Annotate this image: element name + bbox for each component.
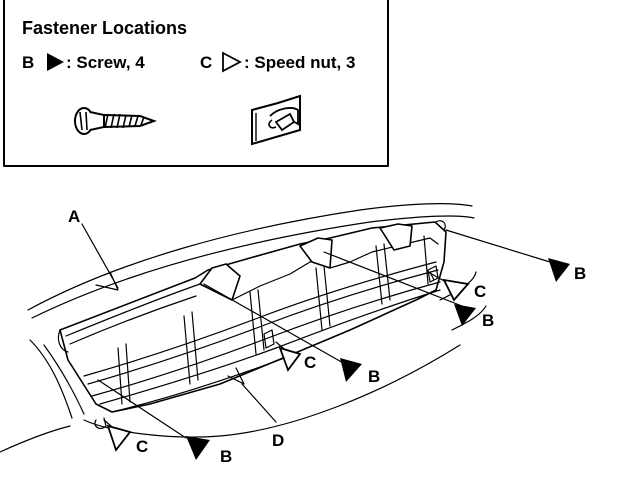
callout-b-screw: B bbox=[574, 264, 586, 283]
screw-marker-icon bbox=[548, 258, 570, 282]
fastener-legend-box: Fastener Locations B : Screw, 4 C : Spee… bbox=[3, 0, 389, 167]
fastener-markers bbox=[106, 258, 570, 460]
speed-nut-marker-icon bbox=[278, 346, 302, 372]
callout-a-bumper: A bbox=[68, 207, 80, 226]
leader-lines bbox=[81, 223, 551, 439]
callout-c-speed-nut: C bbox=[304, 353, 316, 372]
speed-nut-marker-icon bbox=[106, 424, 132, 452]
grille bbox=[57, 220, 447, 430]
callout-b-screw: B bbox=[482, 311, 494, 330]
callout-d-grille: D bbox=[272, 431, 284, 450]
legend-b-label: : Screw, 4 bbox=[66, 53, 145, 72]
speed-nut-icon bbox=[251, 94, 301, 146]
screw-marker-icon bbox=[186, 436, 210, 460]
legend-title: Fastener Locations bbox=[22, 18, 187, 38]
legend-b-letter: B bbox=[22, 53, 34, 72]
callout-b-screw: B bbox=[368, 367, 380, 386]
callout-c-speed-nut: C bbox=[474, 282, 486, 301]
legend-c-label: : Speed nut, 3 bbox=[244, 53, 355, 72]
speed-nut-marker-icon bbox=[442, 278, 470, 302]
legend-c-letter: C bbox=[200, 53, 212, 72]
legend-c-arrow-icon bbox=[222, 51, 242, 73]
legend-b-arrow-icon bbox=[47, 53, 64, 71]
screw-marker-icon bbox=[340, 358, 362, 382]
screw-marker-icon bbox=[454, 304, 476, 326]
callout-c-speed-nut: C bbox=[136, 437, 148, 456]
screw-icon bbox=[74, 107, 157, 135]
callout-b-screw: B bbox=[220, 447, 232, 466]
front-bumper bbox=[0, 203, 487, 453]
